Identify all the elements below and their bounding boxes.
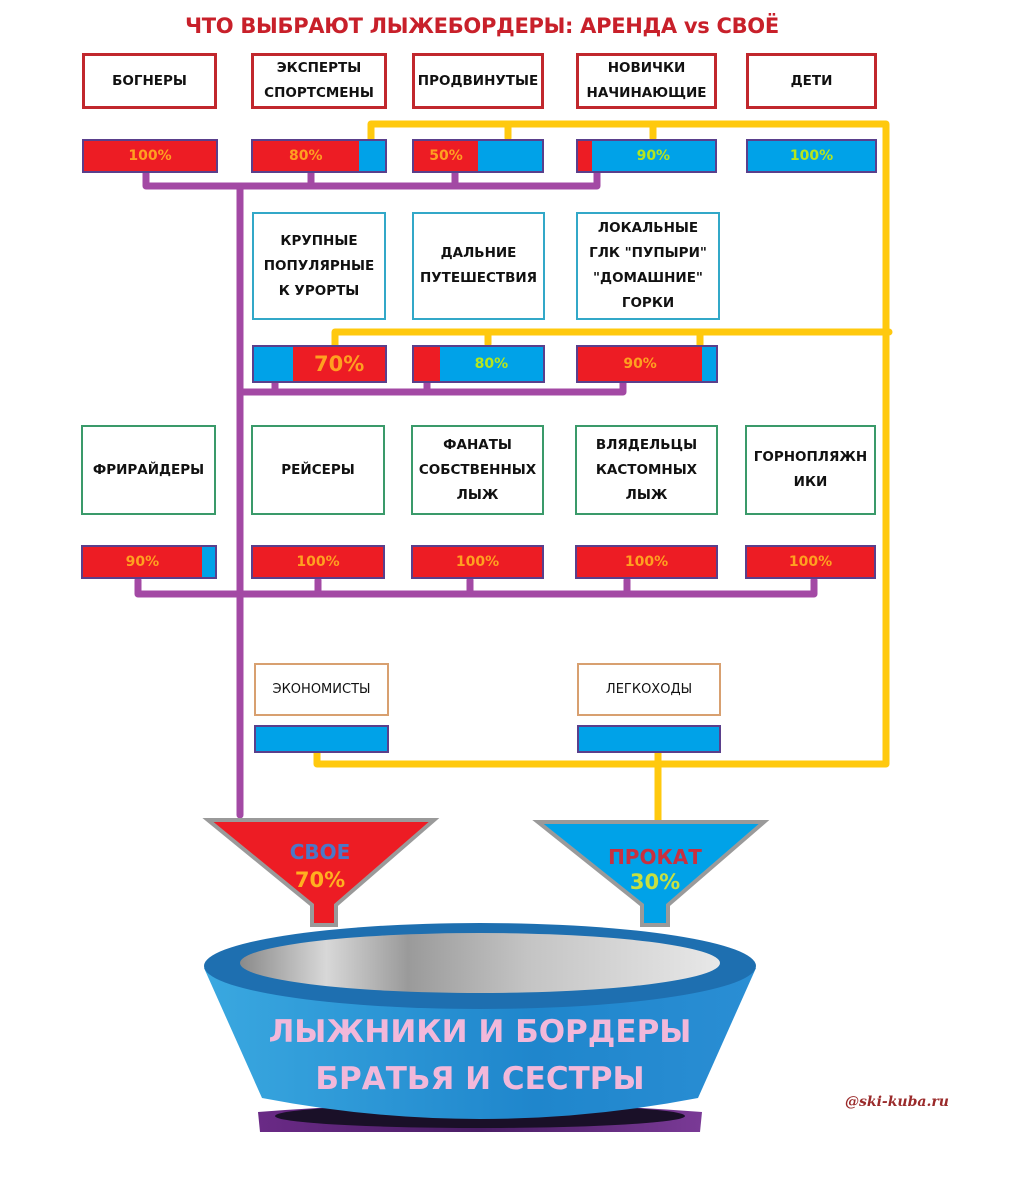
rent-share-segment bbox=[591, 141, 715, 171]
rent-share-segment bbox=[702, 347, 716, 381]
share-value-label: 100% bbox=[455, 554, 500, 570]
share-value-label: 90% bbox=[636, 148, 671, 164]
rent-share-segment bbox=[256, 727, 387, 751]
category-box: ПРОДВИНУТЫЕ bbox=[412, 53, 544, 109]
rent-share-segment bbox=[579, 727, 719, 751]
share-bar: 80% bbox=[251, 139, 387, 173]
share-bar: 100% bbox=[745, 545, 876, 579]
category-box: ВЛЯДЕЛЬЦЫ КАСТОМНЫХ ЛЫЖ bbox=[575, 425, 718, 515]
own-connector bbox=[134, 168, 818, 819]
category-box: ФРИРАЙДЕРЫ bbox=[81, 425, 216, 515]
share-bar: 100% bbox=[575, 545, 718, 579]
own-share-segment bbox=[578, 347, 703, 381]
share-bar: 90% bbox=[576, 345, 718, 383]
watermark: @ski-kuba.ru bbox=[845, 1094, 949, 1110]
share-bar: 100% bbox=[411, 545, 544, 579]
bowl-text-line2: БРАТЬЯ И СЕСТРЫ bbox=[315, 1061, 645, 1097]
share-value-label: 90% bbox=[623, 356, 657, 372]
own-share-segment bbox=[747, 547, 874, 577]
diagram-title: ЧТО ВЫБРАЮТ ЛЫЖЕБОРДЕРЫ: АРЕНДА vs СВОЁ bbox=[185, 14, 779, 38]
own-share-segment bbox=[253, 141, 359, 171]
own-share-segment bbox=[84, 141, 216, 171]
own-share-segment bbox=[293, 347, 385, 381]
share-bar: 100% bbox=[251, 545, 385, 579]
share-bar bbox=[577, 725, 721, 753]
category-box: ЭКСПЕРТЫ СПОРТСМЕНЫ bbox=[251, 53, 387, 109]
rent-share-segment bbox=[439, 347, 543, 381]
category-box: НОВИЧКИ НАЧИНАЮЩИЕ bbox=[576, 53, 717, 109]
funnel-own-value: 70% bbox=[294, 868, 346, 892]
share-value-label: 100% bbox=[296, 554, 340, 570]
category-box: ЛОКАЛЬНЫЕ ГЛК "ПУПЫРИ" "ДОМАШНИЕ" ГОРКИ bbox=[576, 212, 720, 320]
share-value-label: 90% bbox=[125, 554, 160, 570]
own-share-segment bbox=[413, 547, 542, 577]
bowl-side bbox=[204, 968, 756, 1119]
share-value-label: 100% bbox=[788, 554, 833, 570]
share-bar: 90% bbox=[81, 545, 217, 579]
share-value-label: 80% bbox=[474, 356, 509, 372]
bowl-inner bbox=[240, 933, 720, 993]
rent-share-segment bbox=[254, 347, 294, 381]
share-value-label: 100% bbox=[789, 148, 834, 164]
funnel-rent-label: ПРОКАТ bbox=[608, 845, 702, 869]
share-value-label: 100% bbox=[624, 554, 669, 570]
own-share-segment bbox=[414, 141, 478, 171]
category-box: БОГНЕРЫ bbox=[82, 53, 217, 109]
funnel-own bbox=[202, 818, 440, 927]
share-bar: 90% bbox=[576, 139, 717, 173]
category-box: ДАЛЬНИЕ ПУТЕШЕСТВИЯ bbox=[412, 212, 545, 320]
own-share-segment bbox=[83, 547, 202, 577]
category-box: ФАНАТЫ СОБСТВЕННЫХ ЛЫЖ bbox=[411, 425, 544, 515]
funnel-rent bbox=[532, 820, 770, 927]
category-box: ЛЕГКОХОДЫ bbox=[577, 663, 721, 716]
share-value-label: 50% bbox=[429, 148, 463, 164]
rent-share-segment bbox=[358, 141, 385, 171]
share-bar bbox=[254, 725, 389, 753]
bowl-text-line1: ЛЫЖНИКИ И БОРДЕРЫ bbox=[268, 1014, 692, 1050]
share-bar: 70% bbox=[252, 345, 387, 383]
funnel-own-label: СВОЕ bbox=[289, 840, 351, 864]
own-share-segment bbox=[578, 141, 592, 171]
share-bar: 100% bbox=[82, 139, 218, 173]
own-share-segment bbox=[577, 547, 716, 577]
share-bar: 80% bbox=[412, 345, 545, 383]
funnel-rent-value: 30% bbox=[629, 870, 681, 894]
share-bar: 50% bbox=[412, 139, 544, 173]
category-box: РЕЙСЕРЫ bbox=[251, 425, 385, 515]
category-box: ДЕТИ bbox=[746, 53, 877, 109]
share-value-label: 70% bbox=[314, 352, 365, 376]
own-share-segment bbox=[414, 347, 440, 381]
rent-share-segment bbox=[748, 141, 875, 171]
rent-connector bbox=[313, 120, 893, 824]
category-box: ЭКОНОМИСТЫ bbox=[254, 663, 389, 716]
category-box: КРУПНЫЕ ПОПУЛЯРНЫЕ К УРОРТЫ bbox=[252, 212, 386, 320]
share-value-label: 80% bbox=[289, 148, 323, 164]
rent-share-segment bbox=[201, 547, 215, 577]
category-box: ГОРНОПЛЯЖН ИКИ bbox=[745, 425, 876, 515]
share-value-label: 100% bbox=[128, 148, 172, 164]
own-share-segment bbox=[253, 547, 383, 577]
share-bar: 100% bbox=[746, 139, 877, 173]
rent-share-segment bbox=[478, 141, 542, 171]
